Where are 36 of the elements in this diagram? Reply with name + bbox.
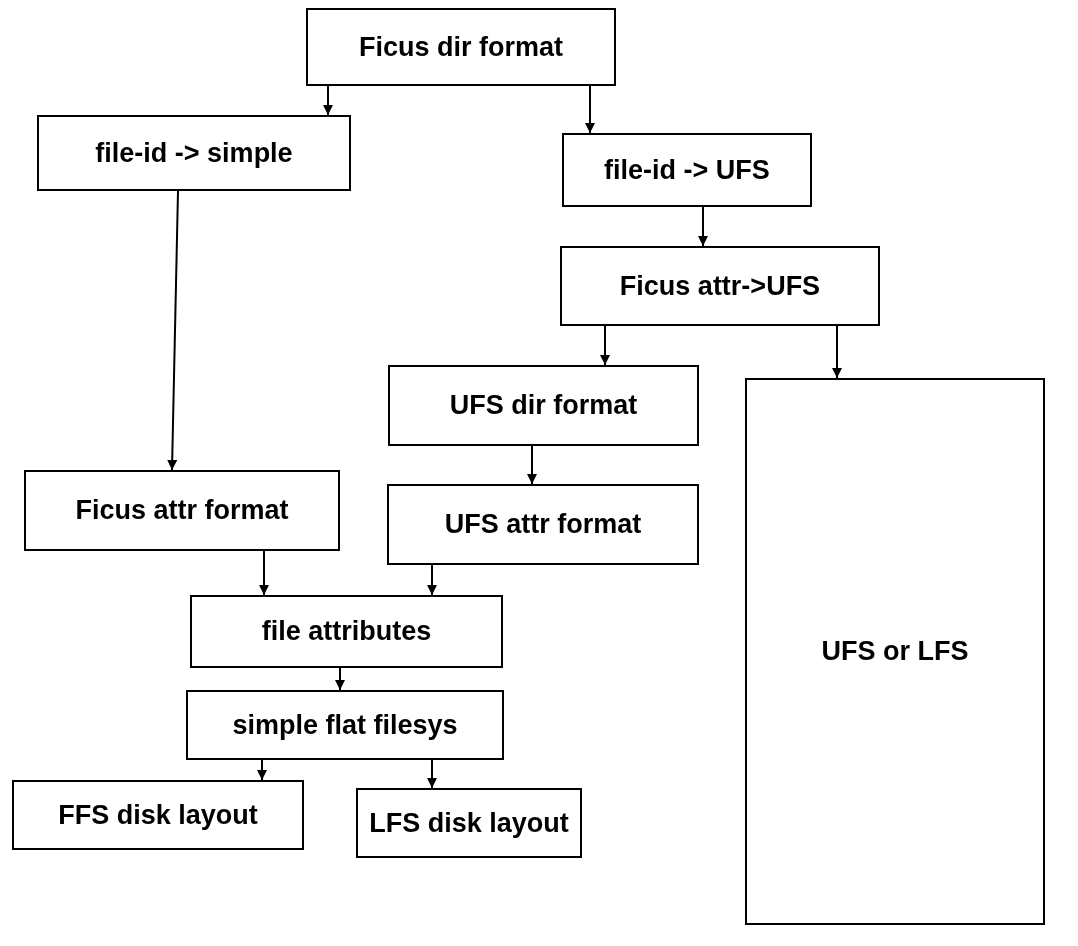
box-label: Ficus attr format <box>75 495 289 526</box>
box-label: simple flat filesys <box>232 709 458 741</box>
process-box <box>186 690 504 760</box>
box-label: file attributes <box>261 616 432 647</box>
box-label: UFS attr format <box>444 509 642 540</box>
arrow <box>527 445 537 485</box>
process-box <box>356 788 582 858</box>
arrow <box>600 325 610 366</box>
process-box <box>37 115 351 191</box>
process-box <box>24 470 340 551</box>
arrow <box>257 759 267 781</box>
arrow <box>167 190 179 471</box>
process-box <box>745 378 1045 925</box>
box-label: UFS or LFS <box>821 636 969 667</box>
box-label: LFS disk layout <box>369 807 569 839</box>
arrow <box>698 206 708 247</box>
arrow <box>259 550 269 596</box>
box-label: Ficus dir format <box>359 31 563 63</box>
arrow <box>832 325 842 379</box>
process-box <box>387 484 699 565</box>
box-label: Ficus attr->UFS <box>619 270 821 302</box>
process-box <box>562 133 812 207</box>
arrow <box>335 667 345 691</box>
arrow <box>427 564 437 596</box>
box-label: FFS disk layout <box>58 799 258 831</box>
box-label: file-id -> UFS <box>604 154 770 186</box>
process-box <box>12 780 304 850</box>
arrow <box>585 85 595 134</box>
box-label: file-id -> simple <box>95 137 293 169</box>
box-label: UFS dir format <box>449 390 638 421</box>
arrow <box>427 759 437 789</box>
process-box <box>388 365 699 446</box>
process-box <box>190 595 503 668</box>
process-box <box>560 246 880 326</box>
process-box <box>306 8 616 86</box>
arrow <box>323 85 333 116</box>
